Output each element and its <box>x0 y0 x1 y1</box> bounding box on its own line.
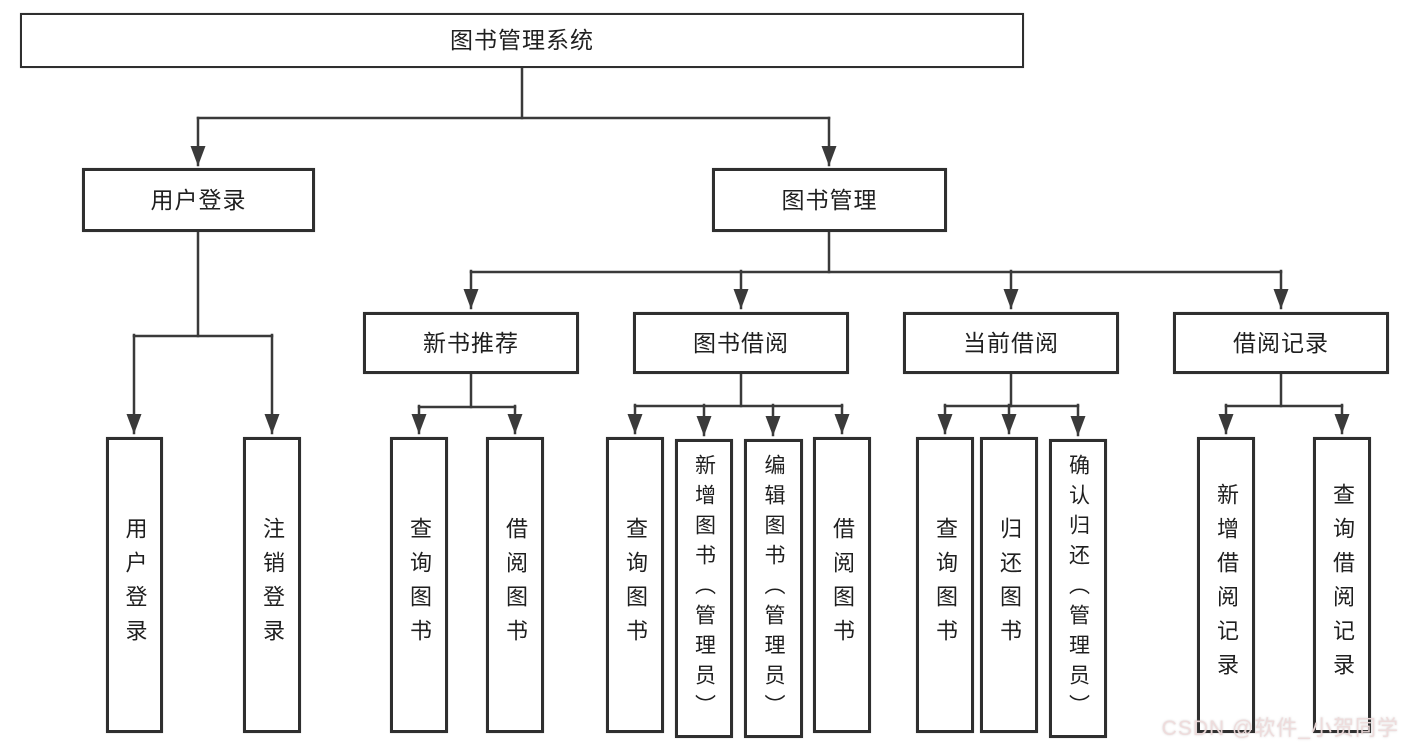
leaf-return-books: 归还图书 <box>980 437 1038 733</box>
leaf-edit-books-admin: 编辑图书（管理员） <box>744 439 803 738</box>
leaf-query-books-recommend: 查询图书 <box>390 437 448 733</box>
node-current-borrow: 当前借阅 <box>903 312 1119 374</box>
leaf-add-books-admin: 新增图书（管理员） <box>675 439 733 738</box>
node-user-login: 用户登录 <box>82 168 315 232</box>
leaf-logout: 注销登录 <box>243 437 301 733</box>
leaf-borrow-books: 借阅图书 <box>813 437 871 733</box>
leaf-borrow-books-recommend: 借阅图书 <box>486 437 544 733</box>
node-book-borrow: 图书借阅 <box>633 312 849 374</box>
leaf-confirm-return-admin: 确认归还（管理员） <box>1049 439 1107 738</box>
node-library-management-system: 图书管理系统 <box>20 13 1024 68</box>
leaf-add-borrow-record: 新增借阅记录 <box>1197 437 1255 733</box>
leaf-user-login: 用户登录 <box>106 437 163 733</box>
node-new-book-recommend: 新书推荐 <box>363 312 579 374</box>
leaf-query-borrow-record: 查询借阅记录 <box>1313 437 1371 733</box>
leaf-query-books-borrow: 查询图书 <box>606 437 664 733</box>
leaf-query-books-current: 查询图书 <box>916 437 974 733</box>
node-book-management: 图书管理 <box>712 168 947 232</box>
node-borrow-records: 借阅记录 <box>1173 312 1389 374</box>
